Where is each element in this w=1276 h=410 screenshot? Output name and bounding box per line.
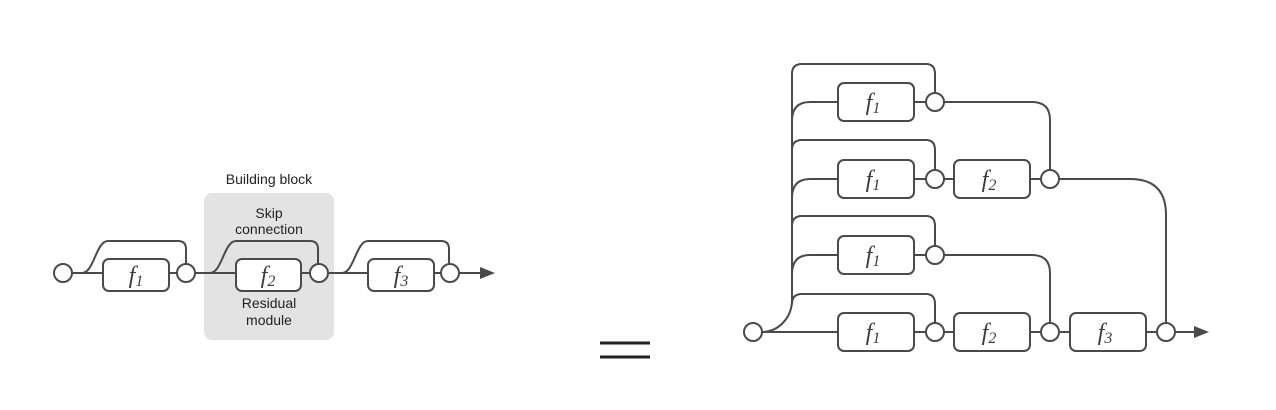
building-block-label: Building block [226,171,313,187]
path-f1-box [837,159,915,199]
path-f1-label: f1 [866,90,881,117]
path-f2-label: f2 [982,167,997,194]
residual-module-f3-box [367,258,435,292]
branch-path-1 [791,101,839,122]
path-f1-box [837,235,915,275]
skip-path-2 [791,139,936,172]
sum-node [440,263,460,283]
skip-path-3 [791,215,936,248]
input-node [53,263,73,283]
residual-module-f1-box [102,258,170,292]
skip-path-4 [791,293,936,324]
sum-node [1040,169,1060,189]
path-f1-label: f1 [866,243,881,270]
path-f3-label: f3 [1098,320,1113,347]
sum-node [925,92,945,112]
output-arrow [480,267,495,279]
path-f1-box [837,312,915,352]
output-arrow [1194,326,1209,338]
sum-node [309,263,329,283]
path-f1-label: f1 [866,320,881,347]
path-f2-box [953,159,1031,199]
path-f1-label: f1 [866,167,881,194]
branch-path-2 [791,178,839,199]
path-f1-box [837,82,915,122]
merge-path-3 [943,254,1051,324]
path-f2-label: f2 [982,320,997,347]
residual-module-label-line2: module [246,312,292,328]
sum-node [925,169,945,189]
sequential-network: Building block Skip connection Residual … [53,171,495,340]
residual-module-f2-label: f2 [261,263,276,290]
residual-module-f2-box [235,258,302,292]
unraveled-network: f1 f1 f2 f1 f1 f2 f3 [743,63,1209,352]
residual-module-f1-label: f1 [129,263,144,290]
skip-connection-label-line2: connection [235,221,303,237]
branch-path-3 [791,254,839,275]
sum-node [1040,322,1060,342]
skip-connection-3 [341,240,450,274]
residual-module-f3-label: f3 [394,263,409,290]
skip-connection-2 [209,240,319,274]
residual-module-label-line1: Residual [242,295,296,311]
sum-node [1156,322,1176,342]
skip-path-1 [761,63,936,333]
skip-connection-1 [81,240,187,274]
merge-path-1 [943,101,1051,171]
path-f3-box [1069,312,1147,352]
skip-connection-label-line1: Skip [255,205,282,221]
equals-sign [600,341,650,359]
sum-node [925,245,945,265]
input-node [743,322,763,342]
sum-node [176,263,196,283]
sum-node [925,322,945,342]
merge-path-2 [1058,178,1167,324]
path-f2-box [953,312,1031,352]
